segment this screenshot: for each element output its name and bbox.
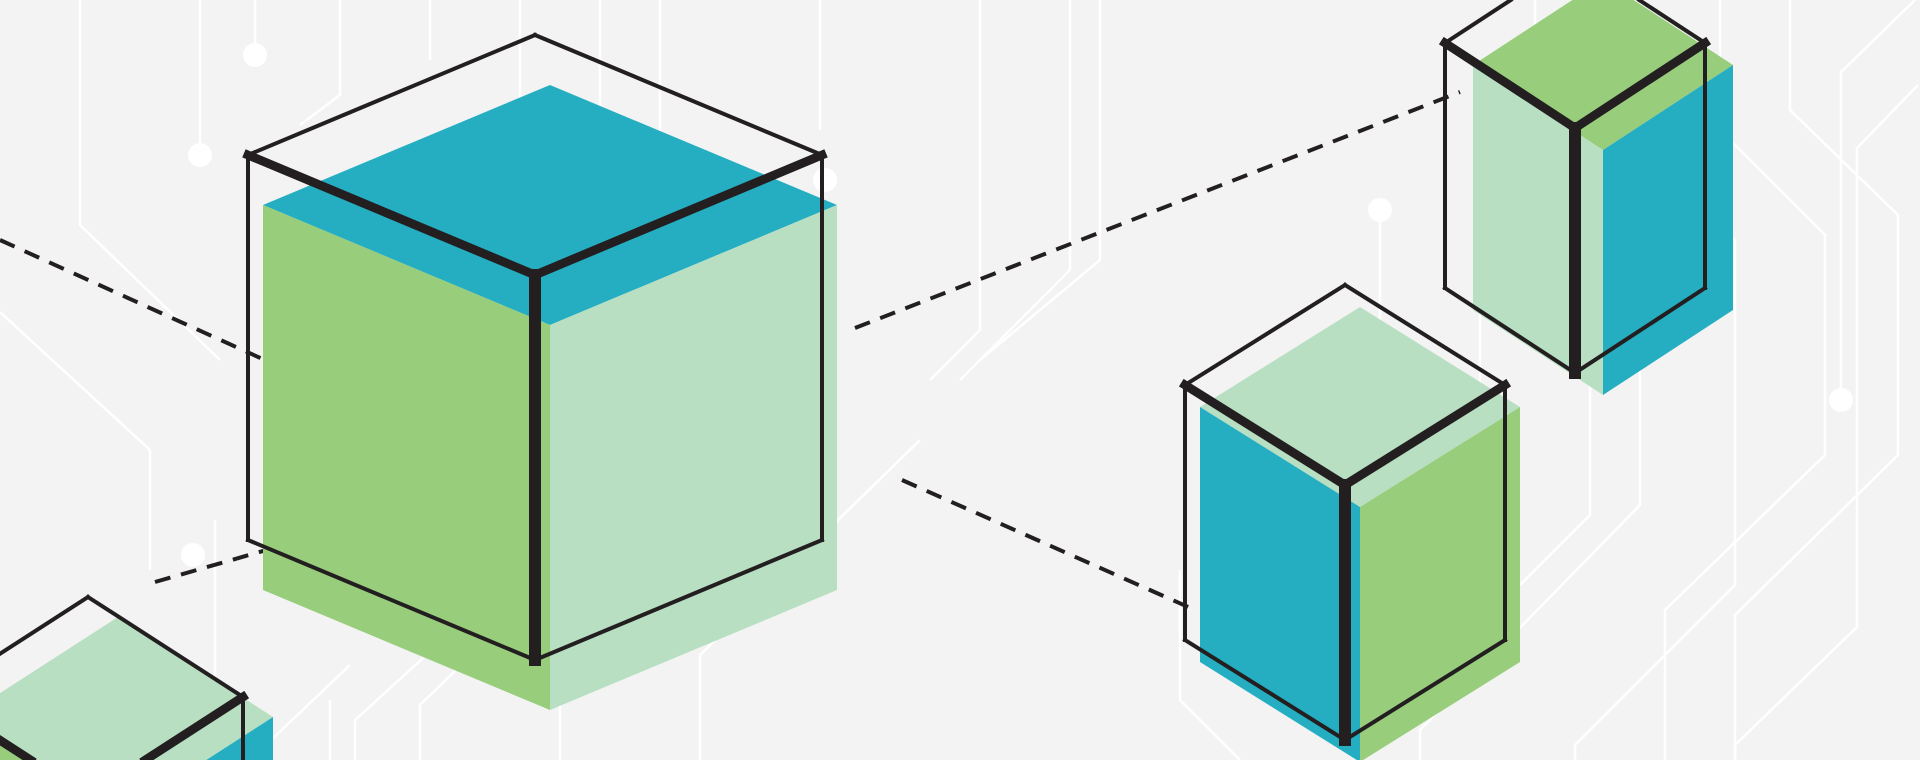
cube-outline (1572, 285, 1708, 376)
cube-right-face (550, 205, 837, 710)
cube-left-face (263, 205, 550, 710)
cube-outline (1442, 0, 1514, 46)
circuit-trace (1178, 570, 1241, 760)
cube-outline (245, 537, 538, 663)
cube-outline (0, 594, 91, 657)
cube-left-face (1200, 407, 1360, 760)
cube-outline-edge (1178, 378, 1352, 492)
cube-outline (1182, 282, 1348, 388)
circuit-node (243, 43, 267, 67)
cube-outline-edge (1338, 378, 1512, 492)
circuit-node (181, 543, 205, 567)
circuit-trace (929, 0, 982, 381)
cube-outline (532, 537, 825, 663)
cubes (0, 0, 1733, 760)
cube-outline-edge (1438, 36, 1582, 135)
circuit-trace (78, 0, 221, 361)
cube-right-face (206, 717, 273, 760)
circuit-node (1829, 388, 1853, 412)
cube-outline (1342, 637, 1508, 743)
cube-outline-edge (0, 734, 37, 760)
circuit-trace (1733, 84, 1919, 760)
cube-right-face (1603, 65, 1733, 395)
circuit-trace (0, 311, 152, 570)
circuit-trace (698, 439, 921, 760)
cube-top-face (1473, 0, 1733, 150)
cube-outline (1182, 637, 1348, 743)
cube-right-face (1360, 407, 1520, 760)
circuit-trace (1733, 0, 1900, 760)
cube-outline (532, 32, 825, 158)
cube-outline (85, 594, 246, 700)
cube-outline (1442, 285, 1578, 376)
circuit-trace (959, 0, 1072, 381)
cube-outline (1342, 282, 1508, 388)
cube-outline-edge (139, 690, 250, 760)
cube-outline-edge (242, 149, 541, 281)
cube-outline (1636, 0, 1708, 46)
circuit-trace (299, 0, 342, 126)
cube-outline (245, 32, 538, 158)
circuit-node (1368, 198, 1392, 222)
circuit-trace (979, 0, 1102, 361)
dashed-line (854, 90, 1461, 330)
cube-outline-edge (529, 149, 828, 281)
circuit-trace (1839, 0, 1916, 398)
circuit-node (813, 168, 837, 192)
dashed-line (0, 238, 376, 412)
circuit-node (188, 143, 212, 167)
cube-outline-edge (1568, 36, 1712, 135)
